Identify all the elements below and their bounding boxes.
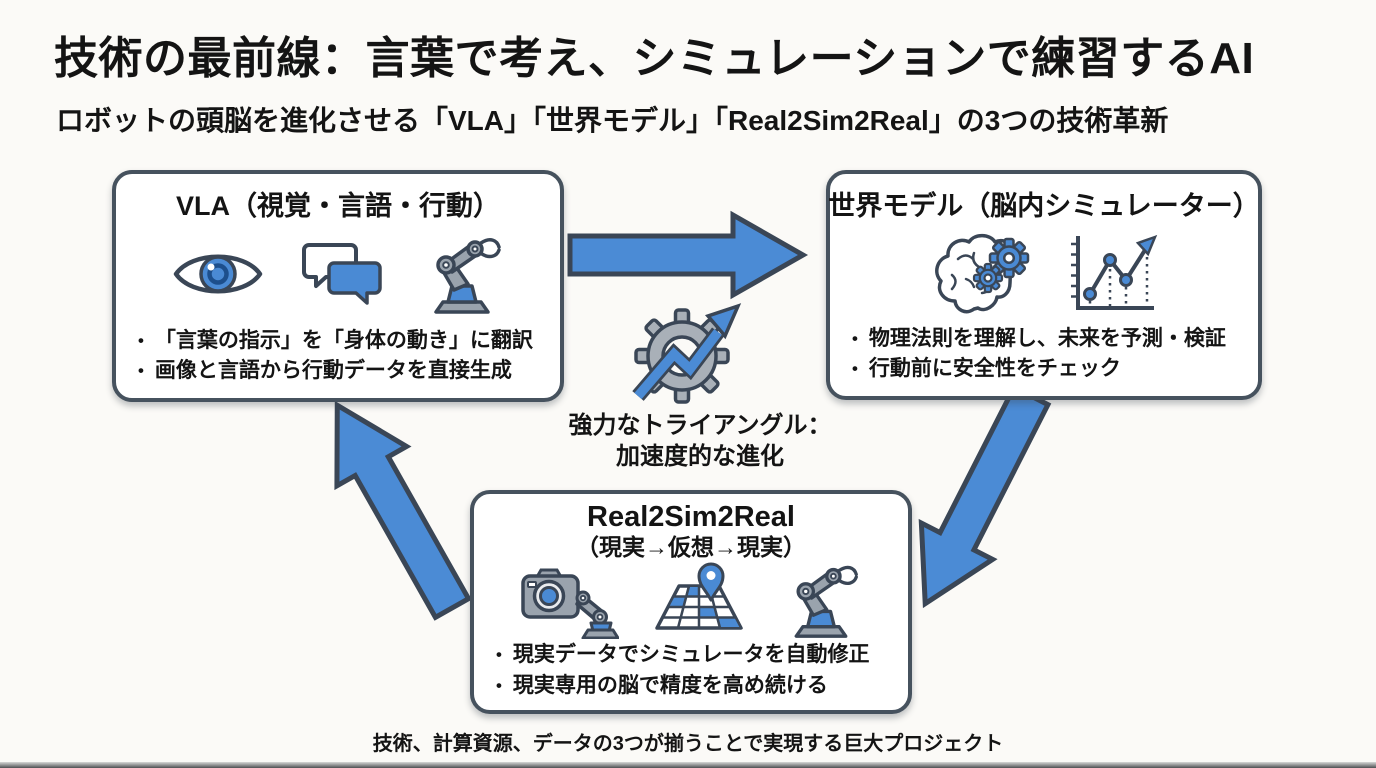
bottom-bar — [0, 762, 1376, 768]
world-model-bullet-list: 物理法則を理解し、未来を予測・検証 行動前に安全性をチェック — [830, 324, 1238, 384]
footer-caption: 技術、計算資源、データの3つが揃うことで実現する巨大プロジェクト — [372, 733, 1004, 755]
vla-card: VLA（視覚・言語・行動） — [112, 170, 564, 402]
chat-bubbles-icon — [302, 243, 382, 306]
page-title: 技術の最前線：言葉で考え、シミュレーションで練習するAI — [54, 34, 1255, 83]
eye-icon — [173, 254, 263, 294]
bullet-item: 行動前に安全性をチェック — [852, 354, 1226, 384]
vla-icon-row — [172, 223, 504, 326]
arrow-vla-to-world-model-icon — [567, 210, 809, 300]
real2sim2real-card-subtitle: （現実→仮想→現実） — [576, 533, 806, 560]
arrow-real2sim2real-to-vla-icon — [334, 400, 472, 621]
bullet-item: 「言葉の指示」を「身体の動き」に翻訳 — [138, 326, 533, 356]
brain-gears-icon — [934, 234, 1029, 314]
vla-bullet-list: 「言葉の指示」を「身体の動き」に翻訳 画像と言語から行動データを直接生成 — [116, 326, 545, 386]
gear-growth-icon — [632, 303, 742, 404]
world-model-card-title: 世界モデル（脳内シミュレーター） — [828, 191, 1260, 221]
bullet-item: 物理法則を理解し、未来を予測・検証 — [852, 324, 1226, 354]
camera-arm-icon — [521, 568, 619, 640]
vla-card-title: VLA（視覚・言語・行動） — [176, 191, 500, 221]
real2sim2real-bullet-list: 現実データでシミュレータを自動修正 現実専用の脳で精度を高め続ける — [474, 640, 881, 700]
real2sim2real-card-title: Real2Sim2Real — [587, 501, 795, 533]
real2sim2real-icon-row — [519, 560, 863, 640]
center-label: 強力なトライアングル： 加速度的な進化 — [470, 410, 930, 472]
robot-arm-icon — [434, 238, 501, 315]
growth-chart-icon — [1070, 235, 1157, 311]
page-subtitle: ロボットの頭脳を進化させる「VLA」「世界モデル」「Real2Sim2Real」… — [56, 105, 1169, 136]
robot-arm-icon — [794, 566, 858, 639]
center-label-line1: 強力なトライアングル： — [568, 412, 832, 439]
real2sim2real-card: Real2Sim2Real （現実→仮想→現実） — [470, 490, 912, 714]
sim-grid-pin-icon — [655, 562, 743, 631]
bullet-item: 現実専用の脳で精度を高め続ける — [496, 671, 869, 701]
world-model-card: 世界モデル（脳内シミュレーター） — [826, 170, 1262, 400]
bullet-item: 画像と言語から行動データを直接生成 — [138, 356, 533, 386]
bullet-item: 現実データでシミュレータを自動修正 — [496, 640, 870, 670]
world-model-icon-row — [930, 223, 1159, 324]
center-label-line2: 加速度的な進化 — [616, 443, 784, 471]
